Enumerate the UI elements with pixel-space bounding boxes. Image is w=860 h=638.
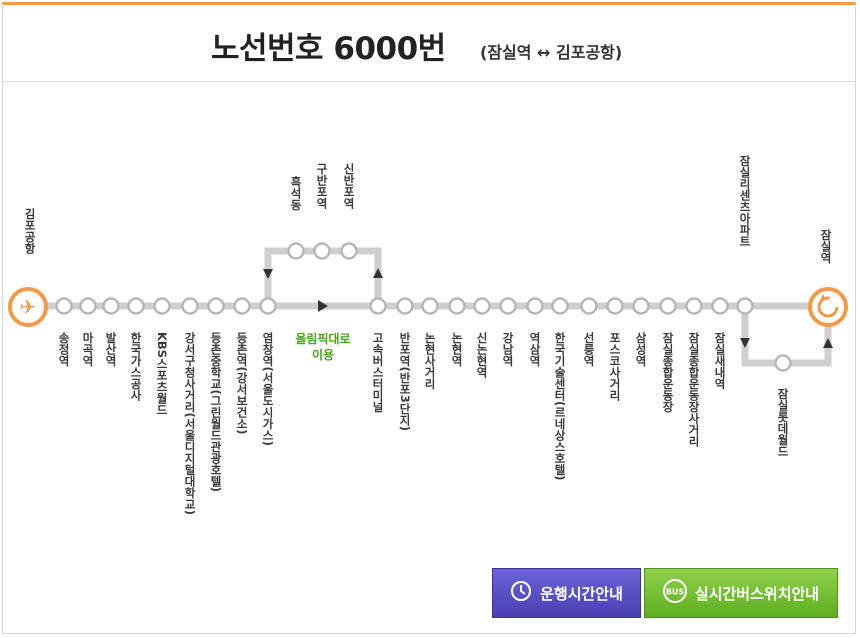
station-marker[interactable] <box>55 297 73 315</box>
station-label: 포스코사거리 <box>608 332 622 402</box>
station-marker[interactable] <box>79 297 97 315</box>
station-label: 한국기술센터(르네상스호텔) <box>553 331 567 480</box>
station-label: 등촌역(강서보건소) <box>235 331 249 434</box>
station-label: 선릉역 <box>582 331 596 367</box>
station-marker[interactable] <box>448 297 466 315</box>
station-label: 논현사거리 <box>423 332 437 390</box>
station-marker[interactable] <box>632 297 650 315</box>
station-label: 등촌중학교(그린월드관광호텔) <box>209 331 223 492</box>
station-label: 구반포역 <box>315 163 329 210</box>
station-marker[interactable] <box>421 297 439 315</box>
schedule-button-label: 운행시간안내 <box>540 584 623 603</box>
arrow-right-icon <box>318 300 328 312</box>
turnaround-icon <box>808 287 848 327</box>
station-marker[interactable] <box>499 297 517 315</box>
station-label: 잠실리센츠아파트 <box>738 154 752 247</box>
station-label: 염창역(서울도시가스) <box>261 331 275 446</box>
station-label: 잠실롯데월드 <box>776 387 790 457</box>
station-label: 송정역 <box>57 332 71 367</box>
station-marker[interactable] <box>287 242 305 260</box>
station-label: 고속버스터미널 <box>371 332 385 413</box>
airplane-icon: ✈ <box>8 287 48 327</box>
station-marker[interactable] <box>102 297 120 315</box>
svg-text:✈: ✈ <box>20 295 37 319</box>
station-label: 잠실새내역 <box>713 331 727 390</box>
svg-text:BUS: BUS <box>666 588 685 597</box>
clock-icon <box>510 580 532 606</box>
station-marker[interactable] <box>526 297 544 315</box>
station-label: 발산역 <box>104 331 118 367</box>
station-label: 역삼역 <box>528 331 542 367</box>
station-label-end: 잠실역 <box>819 228 833 264</box>
station-marker[interactable] <box>340 242 358 260</box>
station-label: 흑석동 <box>289 175 303 211</box>
station-marker[interactable] <box>313 242 331 260</box>
route-direction: (잠실역 ↔ 김포공항) <box>480 43 623 62</box>
station-marker[interactable] <box>127 297 145 315</box>
station-label: KBS스포츠월드 <box>155 332 169 415</box>
station-marker[interactable] <box>259 297 277 315</box>
station-marker[interactable] <box>369 297 387 315</box>
bus-icon: BUS <box>662 579 687 607</box>
arrow-down-icon <box>740 338 750 348</box>
station-labels: 송정역 마곡역 발산역 한국가스공사 KBS스포츠월드 강서구청사거리(서울디지털대학교)… <box>57 331 727 515</box>
station-label: 강서구청사거리(서울디지털대학교) <box>183 331 197 515</box>
station-markers <box>55 242 792 372</box>
olympic-note: 올림픽대로 <box>295 331 350 346</box>
station-marker[interactable] <box>181 297 199 315</box>
station-marker[interactable] <box>736 297 754 315</box>
schedule-button[interactable]: 운행시간안내 <box>492 568 641 618</box>
station-marker[interactable] <box>659 297 677 315</box>
station-label: 논현역 <box>450 332 464 367</box>
station-label: 반포역(반포3단지) <box>398 331 412 431</box>
station-marker[interactable] <box>606 297 624 315</box>
station-marker[interactable] <box>207 297 225 315</box>
station-marker[interactable] <box>233 297 251 315</box>
station-label: 삼성역 <box>634 331 648 367</box>
station-label: 잠실종합운동장사거리 <box>687 331 701 448</box>
station-label: 강남역 <box>501 331 515 367</box>
station-label: 한국가스공사 <box>129 331 143 402</box>
station-marker[interactable] <box>396 297 414 315</box>
page-title: 노선번호 6000번 <box>211 31 446 67</box>
station-marker[interactable] <box>685 297 703 315</box>
station-marker[interactable] <box>153 297 171 315</box>
arrow-up-icon <box>823 338 833 348</box>
station-label-start: 김포공항 <box>23 208 37 255</box>
arrow-down-icon <box>263 269 273 279</box>
station-marker[interactable] <box>580 297 598 315</box>
realtime-button-label: 실시간버스위치안내 <box>694 584 820 603</box>
header: 노선번호 6000번 (잠실역 ↔ 김포공항) <box>2 5 856 82</box>
station-marker[interactable] <box>711 297 729 315</box>
realtime-bus-button[interactable]: BUS 실시간버스위치안내 <box>644 568 838 618</box>
station-marker[interactable] <box>774 354 792 372</box>
olympic-note: 이용 <box>312 347 334 362</box>
station-label: 신논현역 <box>475 331 489 379</box>
station-label: 마곡역 <box>81 331 95 367</box>
station-label: 잠실종합운동장 <box>661 331 675 413</box>
arrow-up-icon <box>373 268 383 278</box>
station-label: 신반포역 <box>342 162 356 210</box>
station-marker[interactable] <box>551 297 569 315</box>
station-marker[interactable] <box>473 297 491 315</box>
